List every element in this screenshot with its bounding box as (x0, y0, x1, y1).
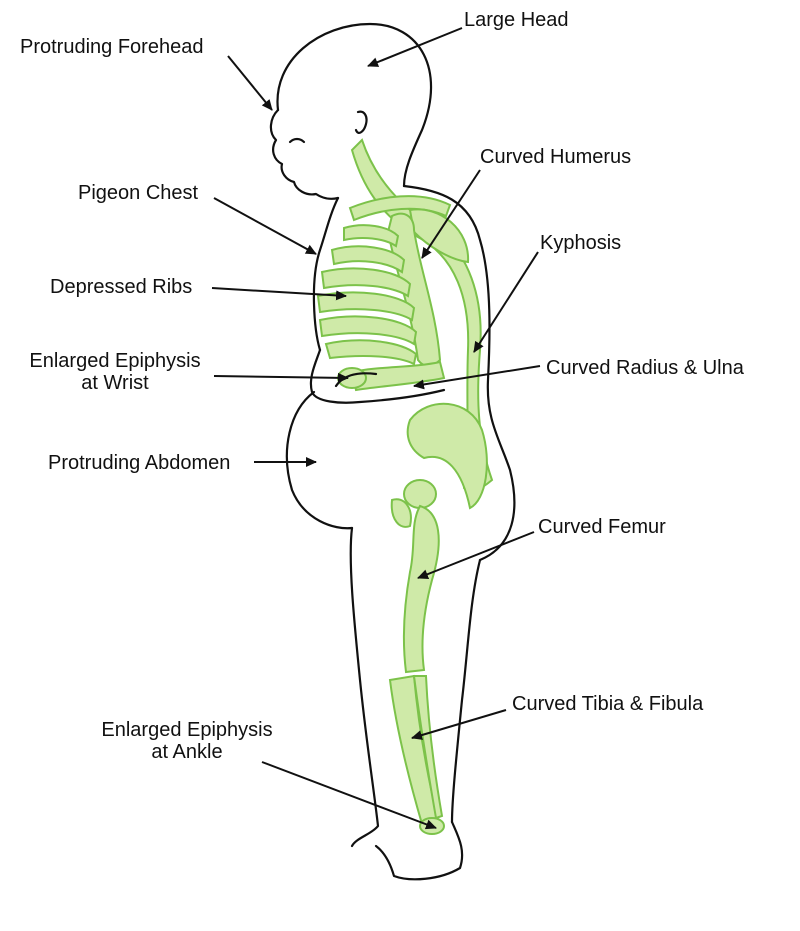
back-outline (402, 184, 516, 562)
abdomen-outline (285, 390, 354, 530)
ribcage (316, 224, 418, 366)
label-protruding-abdomen: Protruding Abdomen (48, 452, 231, 474)
arm-outline (309, 348, 446, 404)
leader-tibia-fibula (411, 709, 507, 740)
leader-lines (211, 27, 541, 830)
label-protruding-forehead: Protruding Forehead (20, 36, 204, 58)
humerus (386, 212, 442, 367)
leader-kyphosis (473, 251, 539, 353)
leader-depressed-ribs (211, 287, 347, 301)
body-outline (269, 22, 516, 881)
label-depressed-ribs: Depressed Ribs (50, 276, 193, 298)
label-wrist-line2: at Wrist (81, 372, 149, 394)
skeleton (316, 138, 494, 835)
arm-inner (334, 372, 378, 388)
label-curved-humerus: Curved Humerus (480, 146, 632, 168)
leader-protruding-forehead (227, 55, 273, 111)
patella (390, 498, 412, 528)
leader-radius-ulna (413, 365, 541, 390)
ear (354, 110, 368, 134)
clavicle (348, 195, 452, 222)
label-ankle-line1: Enlarged Epiphysis (101, 719, 273, 741)
scapula (408, 208, 470, 264)
leader-ankle (261, 761, 437, 830)
label-large-head: Large Head (464, 9, 569, 31)
label-curved-radius-ulna: Curved Radius & Ulna (546, 357, 744, 379)
label-ankle-line2: at Ankle (151, 741, 223, 763)
femur-head (403, 479, 437, 509)
pelvis (406, 402, 488, 510)
leader-large-head (367, 27, 463, 67)
label-wrist-line1: Enlarged Epiphysis (29, 350, 201, 372)
label-kyphosis: Kyphosis (540, 232, 622, 254)
leader-femur (417, 531, 535, 579)
fibula (412, 675, 444, 820)
head-outline (276, 22, 433, 188)
label-curved-femur: Curved Femur (538, 516, 666, 538)
leader-wrist (213, 372, 349, 383)
label-enlarged-epiphysis-ankle: Enlarged Epiphysis at Ankle (92, 719, 282, 763)
leader-pigeon-chest (213, 197, 317, 255)
label-curved-tibia-fibula: Curved Tibia & Fibula (512, 693, 704, 715)
femur (402, 504, 440, 674)
leader-curved-humerus (421, 169, 481, 259)
face-outline (269, 108, 340, 200)
label-pigeon-chest: Pigeon Chest (78, 182, 199, 204)
leg-back-outline (450, 558, 482, 824)
foot-outline (374, 820, 464, 881)
label-enlarged-epiphysis-wrist: Enlarged Epiphysis at Wrist (20, 350, 210, 394)
leg-front-outline (349, 526, 380, 848)
eye (288, 137, 306, 144)
chest-outline (312, 196, 340, 352)
radius-ulna (350, 360, 446, 392)
